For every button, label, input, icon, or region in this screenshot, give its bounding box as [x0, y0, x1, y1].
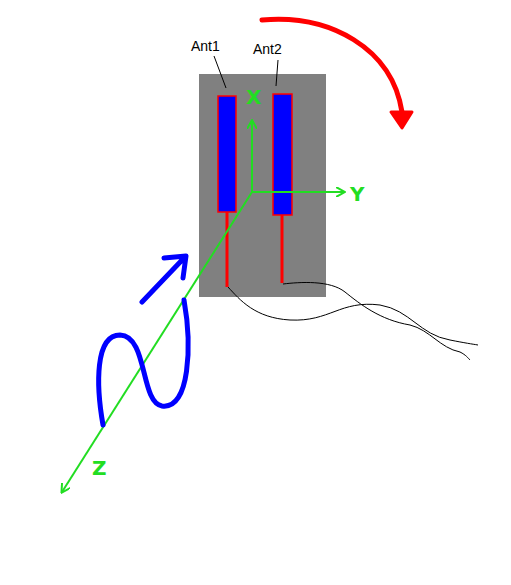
feed-line: [281, 215, 284, 283]
axis-label: Y: [350, 184, 364, 204]
leader-line: [276, 60, 278, 86]
wave: [99, 300, 188, 425]
leader-line: [214, 56, 226, 88]
x-axis: [251, 121, 253, 192]
part-label: Ant1: [191, 39, 220, 53]
z-axis: [62, 192, 252, 492]
board: [199, 74, 326, 297]
antenna-element: [218, 96, 236, 212]
y-axis: [252, 191, 344, 193]
antenna-element: [273, 94, 292, 215]
cable: [283, 282, 470, 360]
cable: [228, 287, 478, 345]
part-label: Ant2: [253, 42, 282, 56]
axis-label: Z: [92, 458, 107, 478]
axis-label: X: [246, 87, 261, 107]
propagation-arrow: [142, 256, 186, 302]
feed-line: [226, 212, 229, 287]
rotation-arrow: [262, 19, 402, 112]
rotation-arrowhead: [391, 112, 412, 128]
